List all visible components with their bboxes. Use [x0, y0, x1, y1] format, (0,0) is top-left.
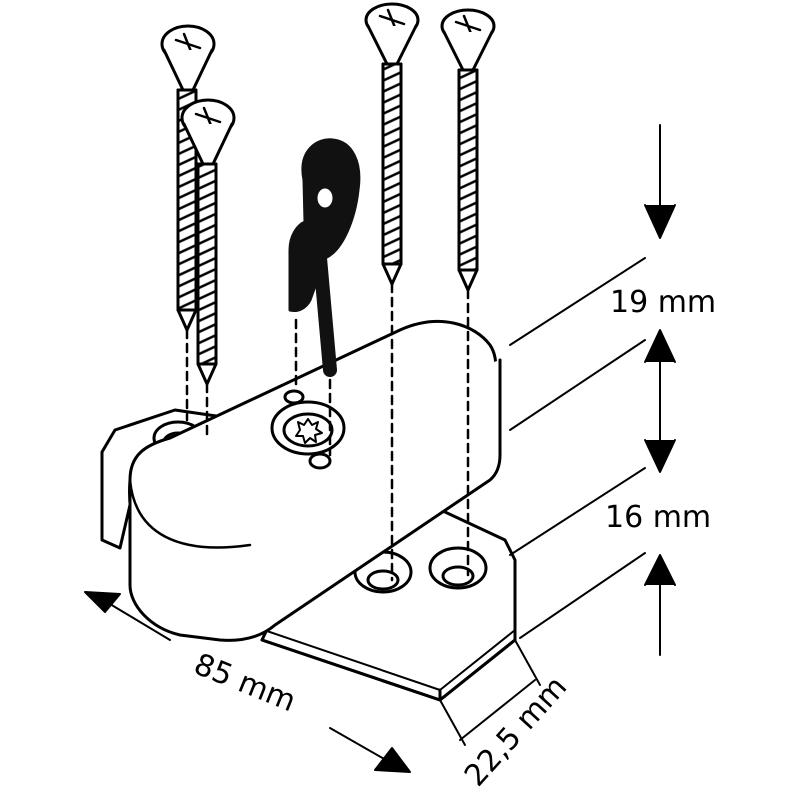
lock-body — [128, 320, 502, 642]
screw-right-back — [440, 8, 496, 577]
length-label: 85 mm — [189, 647, 301, 719]
screw-left-back — [160, 24, 216, 422]
height-bottom-label: 16 mm — [605, 500, 711, 535]
screw-right-front — [364, 2, 420, 582]
key — [288, 138, 361, 457]
height-top-label: 19 mm — [610, 285, 716, 320]
dimension-height — [509, 124, 676, 656]
dimension-length — [84, 591, 411, 773]
dimension-width — [439, 639, 541, 746]
width-label: 22,5 mm — [458, 670, 574, 794]
screw-left-front — [180, 98, 236, 442]
